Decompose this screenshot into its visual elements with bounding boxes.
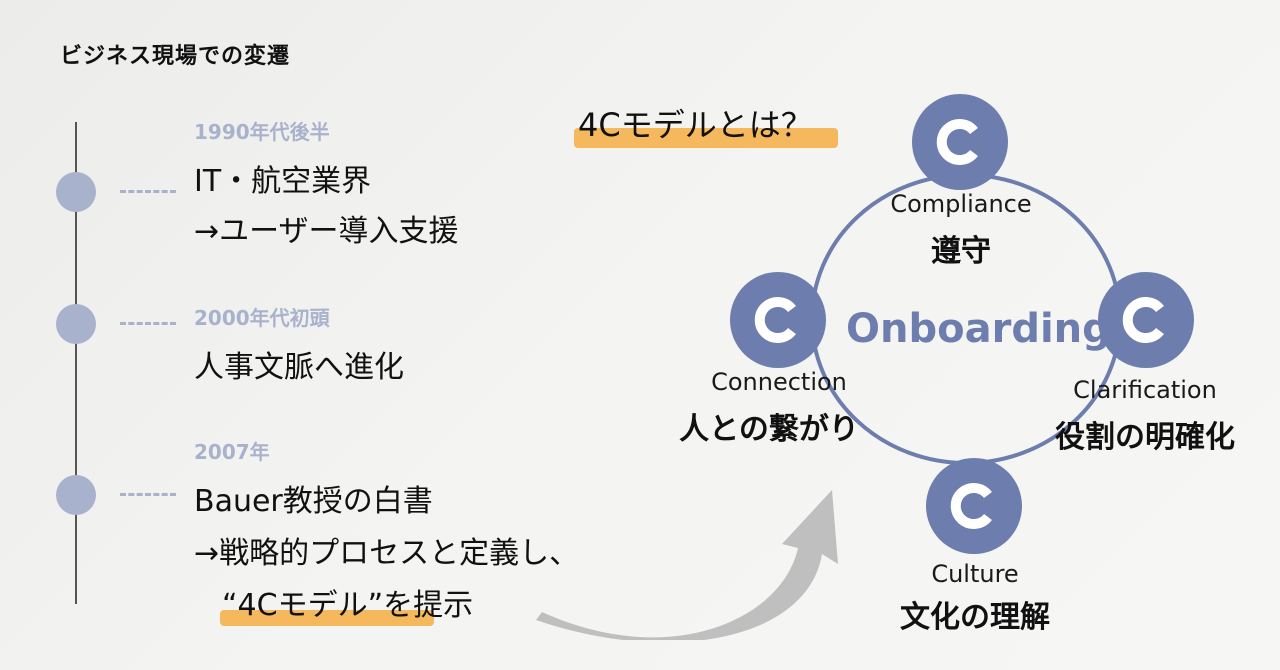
timeline-text: →ユーザー導入支援 bbox=[194, 214, 459, 249]
timeline-text: →戦略的プロセスと定義し、 bbox=[194, 536, 580, 571]
timeline-dot bbox=[56, 172, 96, 212]
timeline-line bbox=[75, 122, 77, 604]
highlight-marker bbox=[220, 610, 434, 626]
c-letter-icon bbox=[754, 297, 796, 343]
c-node bbox=[1098, 272, 1194, 368]
timeline-era: 2000年代初頭 bbox=[194, 306, 330, 330]
timeline-connector bbox=[120, 322, 176, 325]
c-node bbox=[926, 458, 1022, 554]
timeline-connector bbox=[120, 493, 176, 496]
center-label: Onboarding bbox=[846, 306, 1111, 352]
timeline-dot bbox=[56, 475, 96, 515]
c-letter-icon bbox=[1122, 297, 1164, 343]
timeline-text: Bauer教授の白書 bbox=[194, 484, 433, 519]
highlight-marker bbox=[574, 128, 838, 148]
node-label-en: Connection bbox=[711, 368, 847, 396]
node-label-ja: 人との繋がり bbox=[679, 412, 859, 447]
timeline-era: 2007年 bbox=[194, 440, 270, 464]
node-label-ja: 遵守 bbox=[931, 234, 991, 269]
timeline-text: “4Cモデル”を提示 bbox=[222, 588, 474, 623]
c-node bbox=[730, 272, 826, 368]
c-letter-icon bbox=[936, 119, 978, 165]
node-label-en: Culture bbox=[931, 560, 1019, 588]
curved-arrow bbox=[536, 490, 838, 640]
node-label-ja: 役割の明確化 bbox=[1055, 420, 1235, 455]
c-node bbox=[912, 94, 1008, 190]
timeline-era: 1990年代後半 bbox=[194, 120, 330, 144]
node-label-ja: 文化の理解 bbox=[900, 600, 1050, 635]
section-heading: ビジネス現場での変遷 bbox=[60, 44, 291, 69]
timeline-text: IT・航空業界 bbox=[194, 164, 372, 199]
timeline-connector bbox=[120, 190, 176, 193]
node-label-en: Compliance bbox=[890, 190, 1032, 218]
timeline-text: 人事文脈へ進化 bbox=[194, 350, 404, 385]
diagram-question: 4Cモデルとは？ bbox=[578, 106, 813, 144]
timeline-dot bbox=[56, 304, 96, 344]
node-label-en: Clarification bbox=[1073, 376, 1217, 404]
c-letter-icon bbox=[950, 483, 992, 529]
